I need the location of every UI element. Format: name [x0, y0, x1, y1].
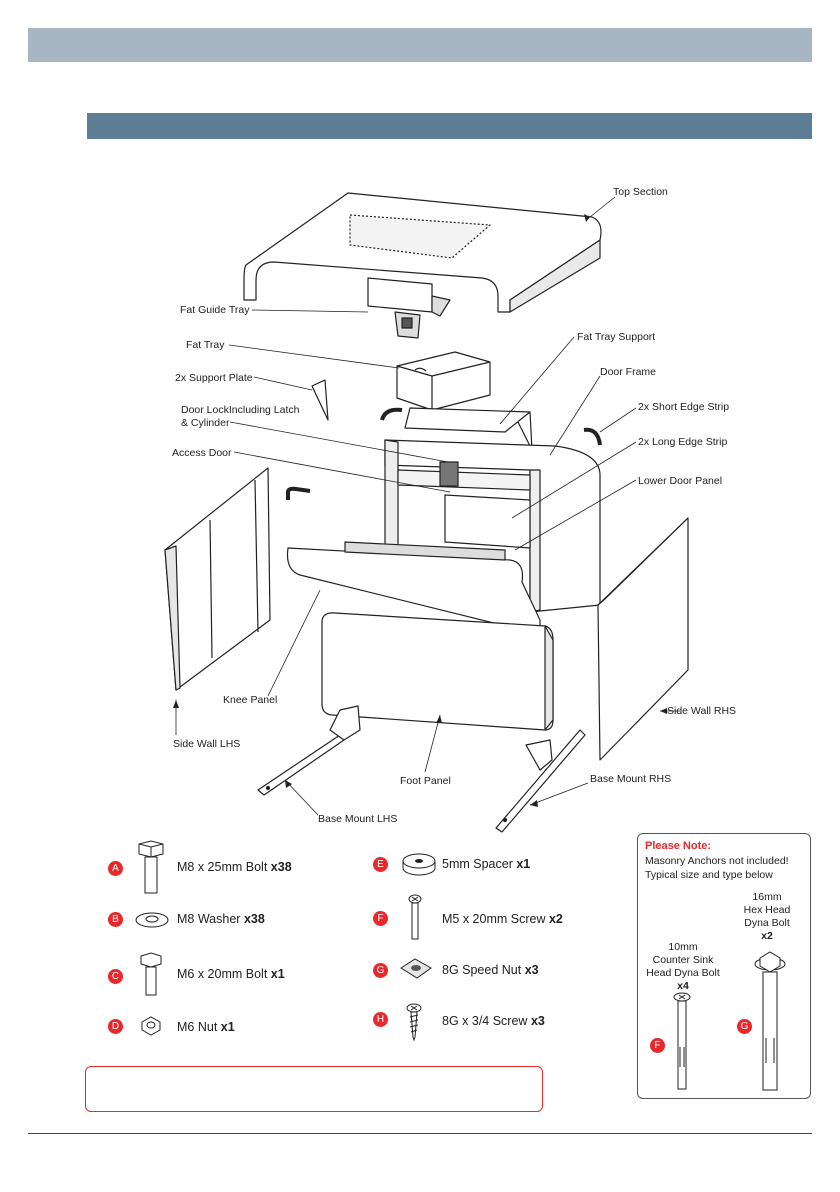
fat-guide-tray-part [367, 277, 451, 339]
countersink-dyna-bolt-icon [673, 992, 691, 1090]
part-f-label: M5 x 20mm Screw x2 [442, 912, 563, 926]
part-letter-badge: H [373, 1012, 388, 1027]
anchor-f-type2: Head Dyna Bolt [646, 967, 720, 979]
speed-nut-icon [400, 958, 432, 979]
anchor-f-caption: 10mm Counter Sink Head Dyna Bolt x4 [640, 941, 726, 993]
part-name: M8 x 25mm Bolt [177, 860, 268, 874]
part-qty: x1 [270, 967, 285, 981]
section-header-bar [87, 113, 812, 139]
label-short-edge-strip: 2x Short Edge Strip [638, 401, 729, 413]
part-c-label: M6 x 20mm Bolt x1 [177, 967, 285, 981]
part-letter-badge: C [108, 969, 123, 984]
anchor-f-size: 10mm [668, 941, 698, 953]
anchor-g-letter-badge: G [737, 1019, 752, 1034]
side-wall-rhs-part [597, 517, 689, 761]
exploded-assembly-diagram: Top Section Fat Guide Tray Fat Tray Fat … [164, 186, 736, 833]
top-section-part [243, 192, 602, 313]
side-wall-lhs-part [164, 467, 271, 691]
short-edge-strip-right [583, 427, 602, 446]
anchor-f-type: Counter Sink [652, 954, 714, 966]
anchor-g-type2: Dyna Bolt [744, 917, 790, 929]
footer-divider [28, 1133, 812, 1134]
part-name: M5 x 20mm Screw [442, 912, 546, 926]
note-title: Please Note: [645, 840, 712, 852]
foot-panel-part [321, 612, 554, 731]
part-qty: x38 [270, 860, 292, 874]
anchor-g-qty: x2 [761, 930, 773, 942]
note-box [85, 1066, 543, 1112]
part-letter-badge: G [373, 963, 388, 978]
washer-icon [135, 912, 169, 928]
part-b-label: M8 Washer x38 [177, 912, 265, 926]
label-knee-panel: Knee Panel [223, 694, 277, 706]
part-qty: x3 [530, 1014, 545, 1028]
note-line-2: Typical size and type below [645, 869, 773, 881]
part-h-label: 8G x 3/4 Screw x3 [442, 1014, 545, 1028]
page-header-bar [28, 28, 812, 62]
hex-head-dyna-bolt-icon [754, 951, 786, 1091]
label-door-lock-line1: Door LockIncluding Latch [181, 404, 300, 416]
part-name: 8G x 3/4 Screw [442, 1014, 528, 1028]
label-support-plate: 2x Support Plate [175, 372, 253, 384]
anchor-g-size: 16mm [752, 891, 782, 903]
part-qty: x1 [220, 1020, 235, 1034]
anchor-f-qty: x4 [677, 980, 689, 992]
label-lower-door-panel: Lower Door Panel [638, 475, 722, 487]
support-plate-left [311, 379, 329, 421]
part-name: M6 x 20mm Bolt [177, 967, 268, 981]
anchor-g-caption: 16mm Hex Head Dyna Bolt x2 [726, 891, 808, 943]
label-fat-guide-tray: Fat Guide Tray [180, 304, 250, 316]
note-line-1: Masonry Anchors not included! [645, 855, 789, 867]
part-qty: x3 [524, 963, 539, 977]
base-mount-rhs-part [495, 729, 586, 833]
part-name: 5mm Spacer [442, 857, 513, 871]
hex-bolt-icon [138, 840, 164, 894]
anchor-g-type: Hex Head [743, 904, 791, 916]
part-letter-badge: E [373, 857, 388, 872]
part-qty: x38 [243, 912, 265, 926]
part-name: 8G Speed Nut [442, 963, 522, 977]
nut-icon [141, 1016, 161, 1036]
label-base-mount-lhs: Base Mount LHS [318, 813, 397, 825]
label-top-section: Top Section [613, 186, 668, 198]
long-edge-strip-left [286, 486, 311, 500]
part-letter-badge: B [108, 912, 123, 927]
label-foot-panel: Foot Panel [400, 775, 451, 787]
part-qty: x1 [516, 857, 531, 871]
hex-bolt-icon [140, 952, 162, 996]
part-e-label: 5mm Spacer x1 [442, 857, 530, 871]
label-access-door: Access Door [172, 447, 232, 459]
short-edge-strip-left [380, 407, 403, 421]
label-long-edge-strip: 2x Long Edge Strip [638, 436, 727, 448]
part-qty: x2 [548, 912, 563, 926]
label-door-frame: Door Frame [600, 366, 656, 378]
part-d-label: M6 Nut x1 [177, 1020, 235, 1034]
part-name: M8 Washer [177, 912, 241, 926]
part-letter-badge: A [108, 861, 123, 876]
self-tapping-screw-icon [406, 1003, 422, 1041]
masonry-anchor-note: Please Note: Masonry Anchors not include… [637, 833, 811, 1099]
label-fat-tray-support: Fat Tray Support [577, 331, 655, 343]
base-mount-lhs-part [257, 705, 361, 796]
door-frame-part [384, 439, 601, 613]
part-letter-badge: D [108, 1019, 123, 1034]
part-a-label: M8 x 25mm Bolt x38 [177, 860, 292, 874]
label-side-wall-rhs: Side Wall RHS [667, 705, 736, 717]
spacer-icon [402, 853, 436, 876]
part-letter-badge: F [373, 911, 388, 926]
label-side-wall-lhs: Side Wall LHS [173, 738, 240, 750]
part-name: M6 Nut [177, 1020, 218, 1034]
screw-icon [408, 894, 422, 940]
label-base-mount-rhs: Base Mount RHS [590, 773, 671, 785]
label-fat-tray: Fat Tray [186, 339, 225, 351]
anchor-f-letter-badge: F [650, 1038, 665, 1053]
fat-tray-part [396, 351, 491, 411]
label-door-lock-line2: & Cylinder [181, 417, 230, 429]
part-g-label: 8G Speed Nut x3 [442, 963, 539, 977]
fat-tray-support-part [404, 407, 531, 433]
